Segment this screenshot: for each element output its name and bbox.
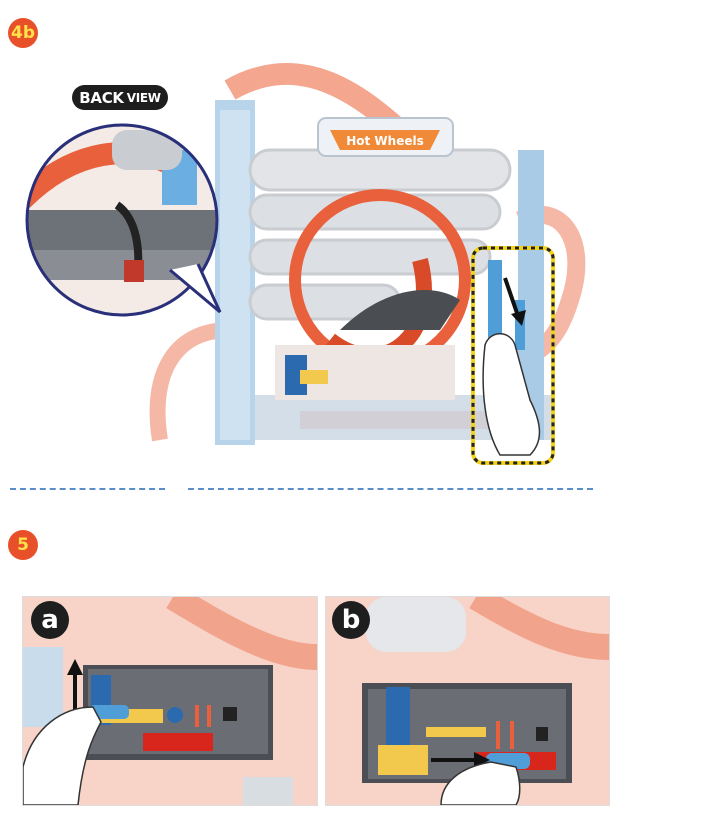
step-5-label: 5	[17, 535, 29, 555]
step-5-badge: 5	[8, 530, 38, 560]
panel-b-label-text: b	[341, 605, 361, 635]
hot-wheels-logo: Hot Wheels	[317, 117, 454, 157]
back-view-main: BACK	[79, 88, 124, 107]
panel-b-illustration	[326, 597, 609, 805]
section-divider-left	[10, 488, 165, 490]
callout-pointer	[169, 263, 222, 314]
panel-a-label-text: a	[41, 605, 59, 635]
step-4b-label: 4b	[11, 23, 35, 43]
step-4b-badge: 4b	[8, 18, 38, 48]
tower-illustration: Hot Wheels	[149, 63, 586, 465]
panel-b-label: b	[332, 601, 370, 639]
panel-a: a	[22, 596, 318, 806]
panel-a-label: a	[31, 601, 69, 639]
panel-b: b	[325, 596, 610, 806]
panel-a-illustration	[23, 597, 317, 805]
back-view-small: VIEW	[126, 90, 161, 105]
section-divider-right	[188, 488, 593, 490]
logo-text: Hot Wheels	[346, 134, 424, 148]
